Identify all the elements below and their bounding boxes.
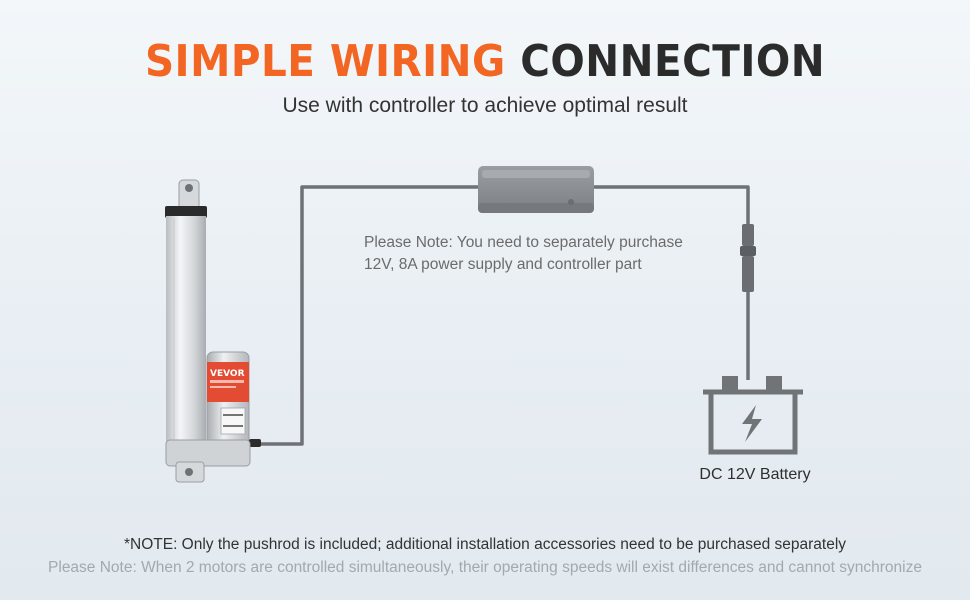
page-title: SIMPLE WIRING CONNECTION xyxy=(39,36,931,87)
battery-terminals xyxy=(722,376,782,390)
lightning-icon xyxy=(742,405,762,442)
actuator-brand-label: VEVOR xyxy=(210,369,245,379)
footer-note-accessories: *NOTE: Only the pushrod is included; add… xyxy=(123,536,847,553)
battery-icon xyxy=(703,389,803,455)
purchase-note-line2: 12V, 8A power supply and controller part xyxy=(364,256,642,273)
battery-label: DC 12V Battery xyxy=(699,466,811,483)
wire-connector xyxy=(740,224,756,292)
wire xyxy=(258,185,750,446)
title-rest: CONNECTION xyxy=(520,36,826,87)
power-supply-controller xyxy=(478,166,594,213)
purchase-note: Please Note: You need to separately purc… xyxy=(364,232,724,276)
title-accent: SIMPLE WIRING xyxy=(144,36,506,87)
footer-note-sync: Please Note: When 2 motors are controlle… xyxy=(48,559,922,576)
purchase-note-line1: Please Note: You need to separately purc… xyxy=(364,234,683,251)
linear-actuator: VEVOR xyxy=(165,179,261,483)
page-subtitle: Use with controller to achieve optimal r… xyxy=(282,94,688,117)
